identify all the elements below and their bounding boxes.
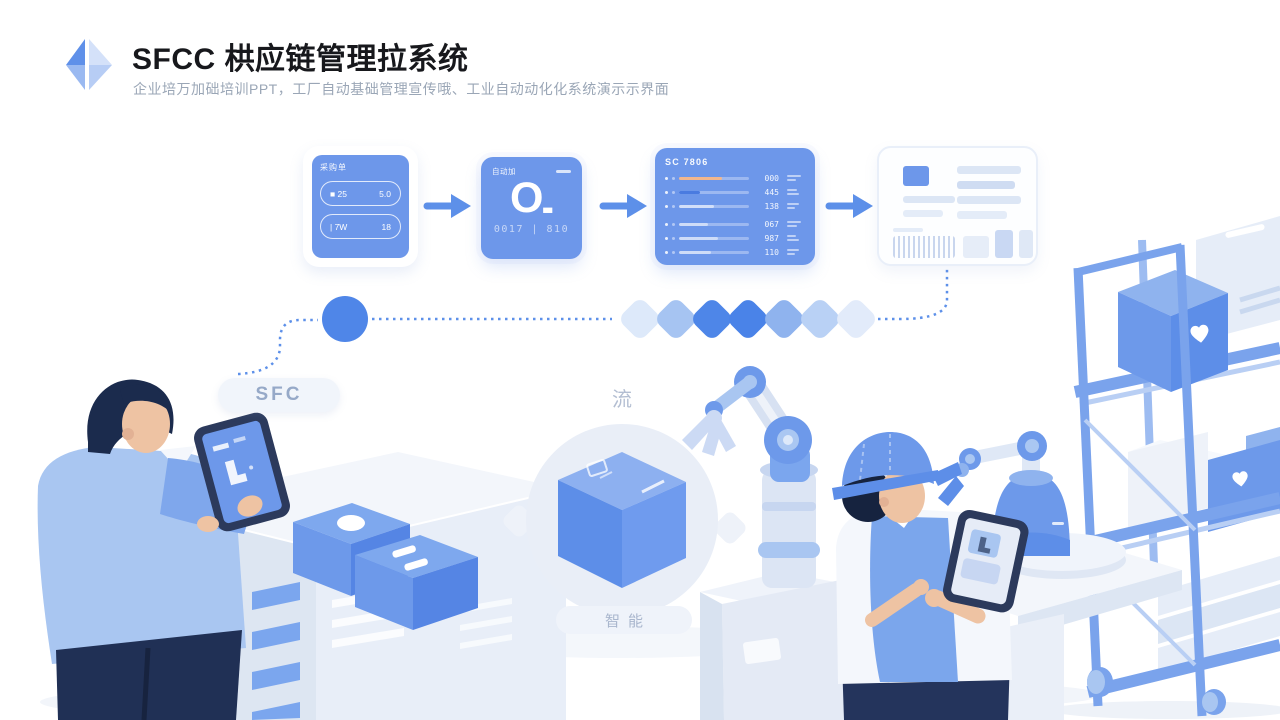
- monitor-row: 067: [665, 218, 805, 230]
- process-route: [237, 268, 949, 376]
- report-line: [893, 228, 923, 232]
- hard-hat: [842, 432, 934, 486]
- arrow-icon: [423, 194, 471, 218]
- flow-character-label: 流: [612, 389, 634, 411]
- flow-card-monitor: SC 7806 000 445 138 067 987 110: [655, 148, 815, 265]
- purchase-card-title: 采购单: [320, 163, 347, 172]
- report-block: [995, 230, 1013, 258]
- tablet-right: [943, 509, 1029, 613]
- route-diamond: [621, 300, 659, 338]
- sfc-station-label: SFC: [218, 378, 340, 412]
- header-dash: [556, 170, 571, 173]
- report-line: [957, 211, 1007, 219]
- report-line: [903, 196, 955, 203]
- tablet-left: [194, 412, 290, 532]
- report-line: [957, 196, 1021, 204]
- flow-card-processing: 自动加 O▃ 0017 | 810: [481, 157, 582, 259]
- robot-claw: [932, 462, 969, 506]
- robot-arm-1: [682, 366, 856, 720]
- robot-claw: [682, 410, 736, 456]
- monitor-row: 110: [665, 246, 805, 258]
- hand: [925, 589, 943, 607]
- hand: [237, 495, 263, 517]
- route-diamonds: [621, 300, 875, 338]
- monitor-rows: 000 445 138 067 987 110: [665, 172, 805, 258]
- route-diamond: [657, 300, 695, 338]
- route-diamond: [801, 300, 839, 338]
- route-segment-left: [237, 318, 318, 376]
- flow-arrows: [423, 194, 873, 218]
- report-thumbnail: [903, 166, 929, 186]
- report-line: [903, 210, 943, 217]
- cargo-cube: [558, 452, 686, 588]
- company-logo-icon: [62, 36, 114, 92]
- flow-card-report: [877, 146, 1038, 266]
- report-line: [957, 181, 1015, 189]
- route-diamond: [837, 300, 875, 338]
- warehouse-cart: [1073, 216, 1280, 717]
- barcode: [893, 236, 955, 258]
- arrow-icon: [825, 194, 873, 218]
- monitor-row: 987: [665, 232, 805, 244]
- parcel-boxes: [293, 503, 478, 630]
- page-subtitle: 企业培万加础培训PPT，工厂自动基础管理宣传哦、工业自动动化化系统演示示界面: [133, 81, 670, 97]
- monitor-row: 000: [665, 172, 805, 184]
- worker-left: [37, 379, 254, 720]
- route-diamond: [693, 300, 731, 338]
- monitor-row: 138: [665, 200, 805, 212]
- route-diamond: [729, 300, 767, 338]
- smart-label: 智能: [556, 606, 692, 634]
- page-title: SFCC 栱应链管理拉系统: [132, 43, 469, 76]
- processing-counter: 0017 | 810: [493, 223, 570, 235]
- report-line: [957, 166, 1021, 174]
- hand: [197, 516, 219, 532]
- monitor-row: 445: [665, 186, 805, 198]
- processing-big-readout: O▃: [510, 174, 553, 222]
- monitor-card-title: SC 7806: [665, 157, 709, 167]
- smart-hub: [503, 424, 746, 616]
- arrow-icon: [599, 194, 647, 218]
- processing-card-title: 自动加: [492, 167, 516, 176]
- report-block: [1019, 230, 1033, 258]
- route-segment-right: [864, 268, 949, 321]
- route-node: [322, 296, 368, 342]
- report-block: [963, 236, 989, 258]
- route-diamond: [765, 300, 803, 338]
- hand: [913, 579, 929, 595]
